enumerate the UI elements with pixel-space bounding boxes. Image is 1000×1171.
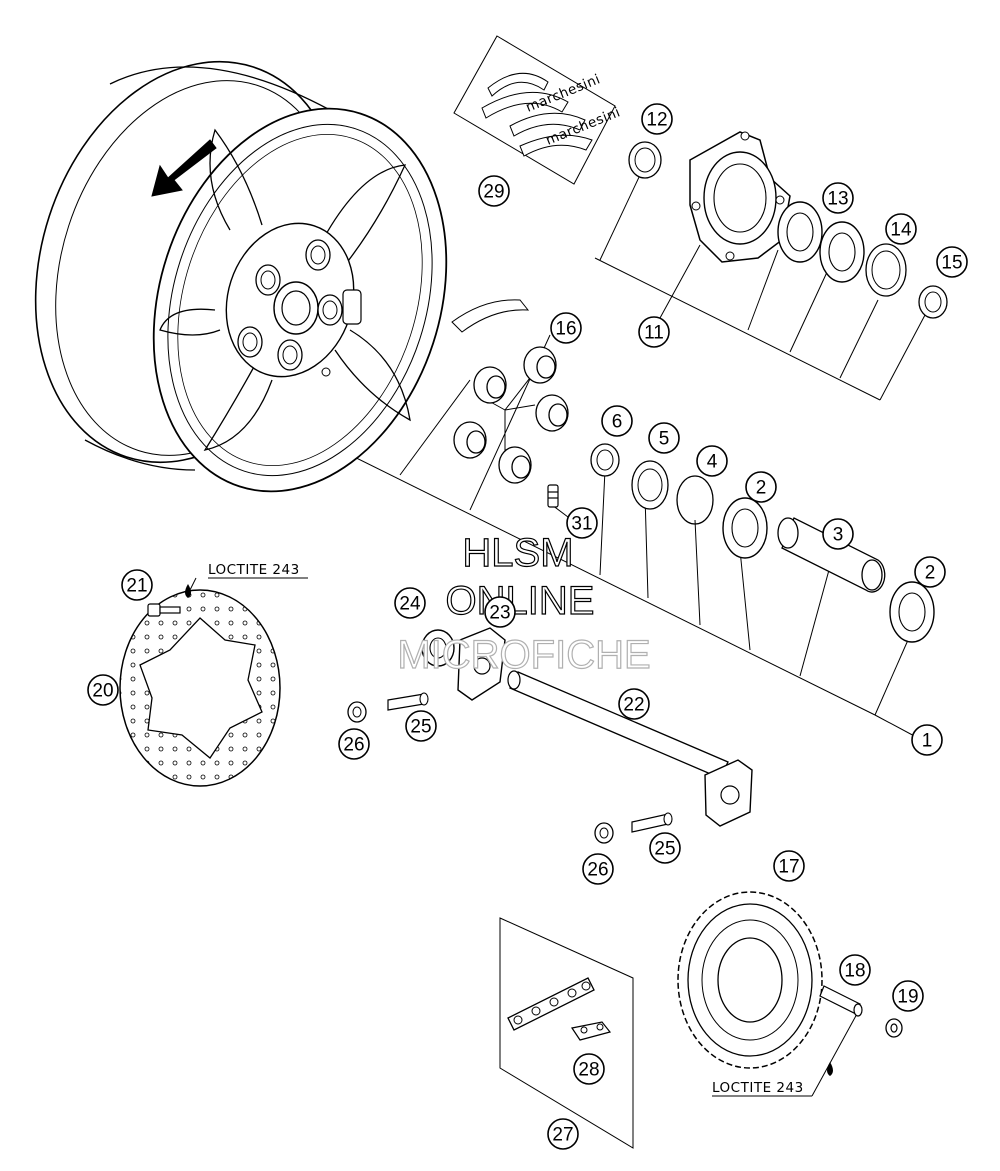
callout-4[interactable]: 4 [696,445,728,477]
brake-disc [119,589,281,787]
svg-text:3: 3 [833,525,844,546]
rotation-arrow-icon [151,139,217,197]
svg-text:24: 24 [399,594,421,615]
axle-bearing-group [590,443,935,643]
svg-text:2: 2 [925,563,936,584]
callout-12[interactable]: 12 [641,103,673,135]
callout-1[interactable]: 1 [911,724,943,756]
watermark: HLSM ONLINE MICROFICHE [397,530,652,677]
svg-text:31: 31 [571,514,592,535]
callout-6[interactable]: 6 [601,405,633,437]
svg-text:18: 18 [844,961,865,982]
watermark-line3: MICROFICHE [397,633,650,677]
loctite-note-disc: LOCTITE 243 [208,562,300,578]
callout-25b[interactable]: 25 [649,832,681,864]
callout-19[interactable]: 19 [892,980,924,1012]
watermark-line1: HLSM [462,531,573,575]
svg-text:28: 28 [578,1060,599,1081]
svg-text:2: 2 [756,478,767,499]
rear-wheel [34,60,448,493]
loctite-note-sprocket: LOCTITE 243 [712,1080,804,1096]
svg-text:20: 20 [92,681,113,702]
watermark-line2: ONLINE [446,579,595,623]
svg-text:11: 11 [644,323,664,344]
svg-text:15: 15 [941,253,962,274]
svg-text:21: 21 [126,576,147,597]
callout-3[interactable]: 3 [822,518,854,550]
callout-27[interactable]: 27 [547,1118,579,1150]
callout-28[interactable]: 28 [573,1053,605,1085]
loctite-drop-icon [185,584,191,598]
svg-text:25: 25 [410,717,431,738]
chain-kit [499,917,634,1149]
callout-29[interactable]: 29 [478,175,510,207]
callout-5[interactable]: 5 [648,422,680,454]
callout-11[interactable]: 11 [638,316,670,348]
svg-text:5: 5 [659,429,670,450]
decal-set: marchesini marchesini [453,35,623,185]
callout-25a[interactable]: 25 [405,710,437,742]
svg-text:13: 13 [827,189,848,210]
callout-24[interactable]: 24 [394,587,426,619]
callout-20[interactable]: 20 [87,674,119,706]
callout-26b[interactable]: 26 [582,853,614,885]
svg-text:6: 6 [612,412,623,433]
callout-2a[interactable]: 2 [745,471,777,503]
callout-26a[interactable]: 26 [338,728,370,760]
callout-14[interactable]: 14 [885,213,917,245]
callout-21[interactable]: 21 [121,569,153,601]
svg-text:29: 29 [483,182,504,203]
sprocket-carrier-group [628,131,948,319]
callout-16[interactable]: 16 [550,312,582,344]
svg-text:27: 27 [552,1125,573,1146]
rear-sprocket [677,891,823,1069]
sprocket-stud [819,985,903,1038]
loctite-drop-icon [827,1062,833,1076]
callout-23[interactable]: 23 [484,596,516,628]
callout-15[interactable]: 15 [936,246,968,278]
svg-text:22: 22 [623,695,644,716]
svg-text:1: 1 [922,731,933,752]
spacer-group [453,346,569,484]
svg-text:12: 12 [646,110,667,131]
callout-17[interactable]: 17 [773,850,805,882]
svg-text:17: 17 [778,857,799,878]
svg-text:26: 26 [587,860,608,881]
svg-text:26: 26 [343,735,364,756]
svg-text:4: 4 [707,452,718,473]
callout-2b[interactable]: 2 [914,556,946,588]
rim-decal [451,299,530,333]
callout-13[interactable]: 13 [822,182,854,214]
callout-31[interactable]: 31 [566,507,598,539]
svg-text:14: 14 [890,220,912,241]
svg-text:19: 19 [897,987,918,1008]
tire-valve [547,484,559,508]
disc-bolt [147,603,181,617]
svg-text:16: 16 [555,319,576,340]
svg-text:23: 23 [489,603,510,624]
svg-text:25: 25 [654,839,675,860]
callout-18[interactable]: 18 [839,954,871,986]
callout-22[interactable]: 22 [618,688,650,720]
axle-assembly [347,627,753,844]
